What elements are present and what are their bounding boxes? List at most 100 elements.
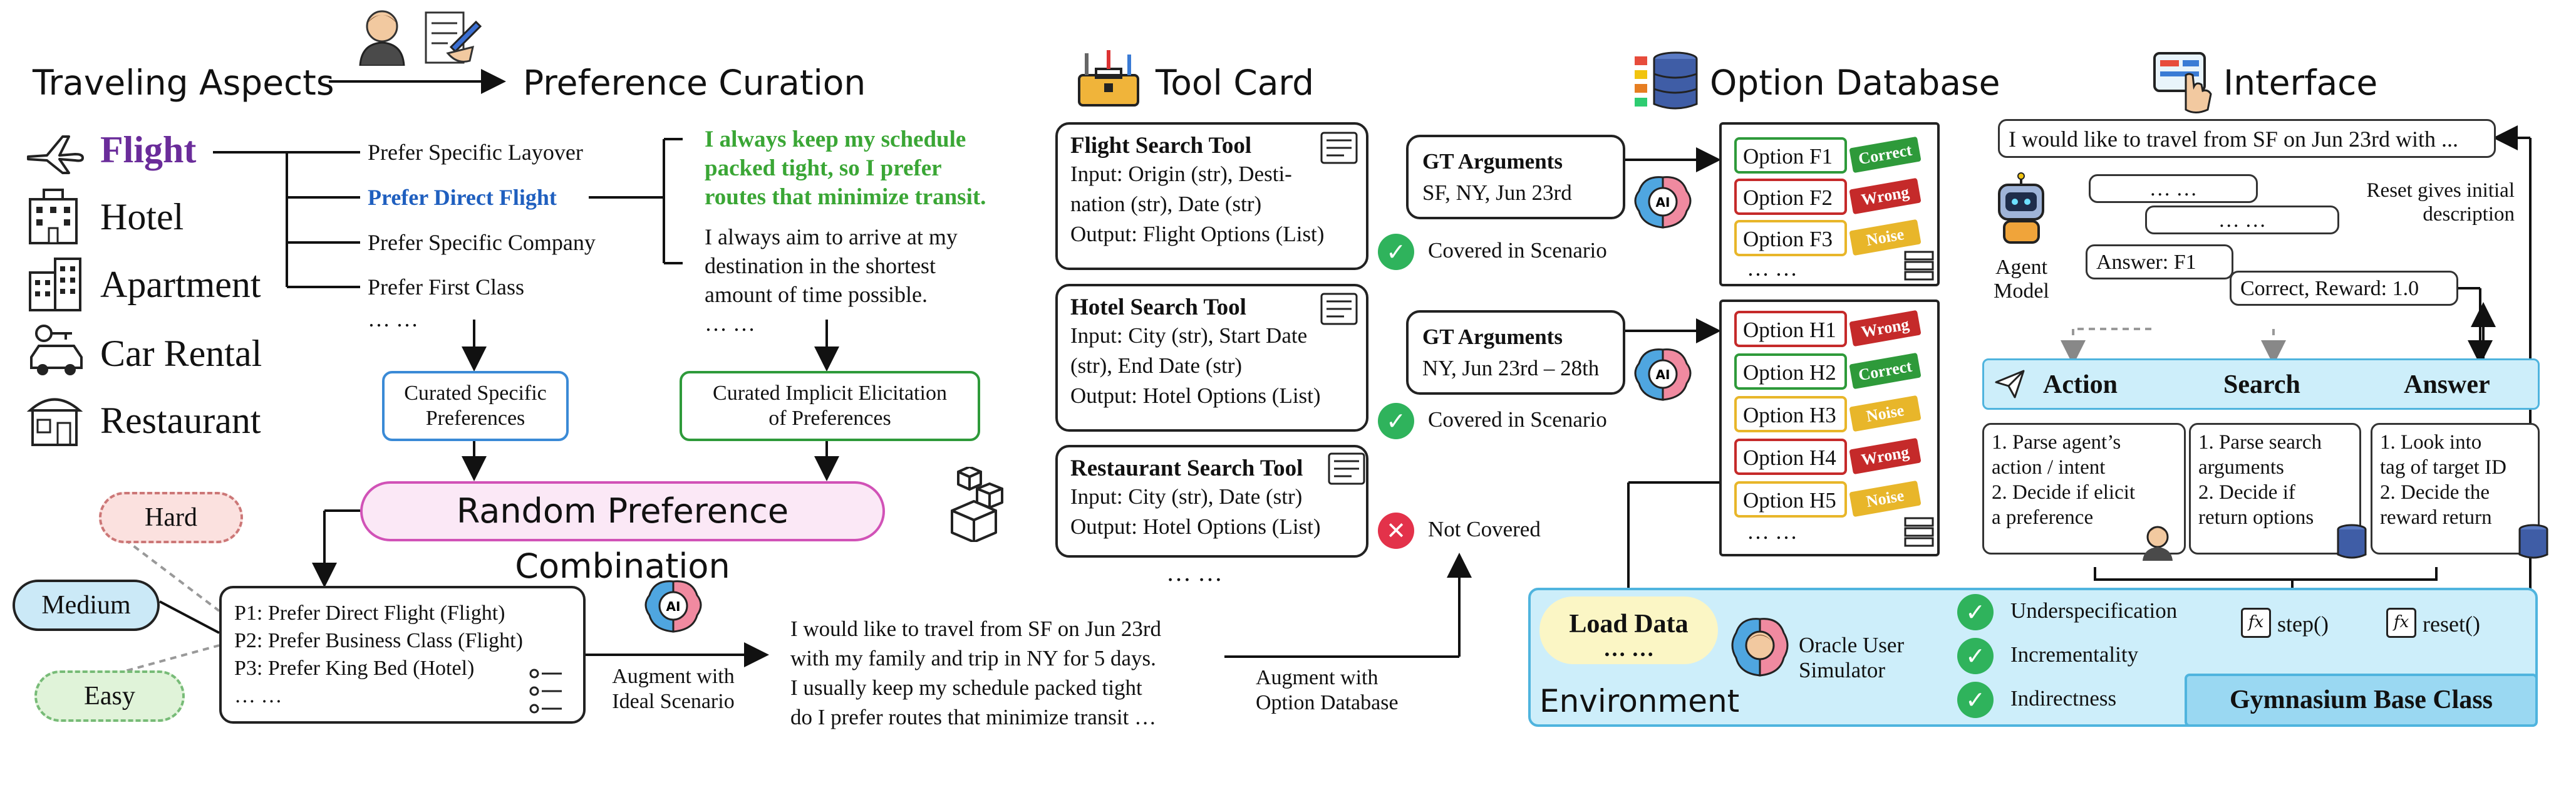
pref-company: Prefer Specific Company [368,230,596,255]
gt-value: SF, NY, Jun 23rd [1422,180,1572,205]
database-icon [2337,524,2367,559]
coverage-restaurant: Not Covered [1428,517,1541,541]
combination-list: P1: Prefer Direct Flight (Flight) P2: Pr… [219,586,586,724]
oracle-brain-icon [1731,618,1789,677]
flight-search-tool-card: Flight Search Tool Input: Origin (str), … [1055,122,1368,270]
header-option-database: Option Database [1710,63,2000,103]
chat-bubble: … … [2089,174,2258,203]
option-tag: Noise [1849,395,1922,432]
load-data-dots: … … [1603,636,1654,661]
doc-icon [1320,132,1358,164]
svg-text:AI: AI [1656,367,1670,382]
random-combination-box: Random Preference Combination [360,481,885,586]
combo-item: … … [234,684,282,707]
step-line: 1. Look into [2380,431,2482,454]
hotel-search-tool-card: Hotel Search Tool Input: City (str), Sta… [1055,284,1368,432]
tool-line: nation (str), Date (str) [1070,192,1262,216]
agent-label-line: Model [1994,279,2049,303]
reset-function: reset() [2423,612,2480,637]
augment-option-line: Augment with [1256,666,1379,689]
option-item: Option H3 [1734,396,1847,432]
aspect-car-rental: Car Rental [100,333,262,374]
pref-direct-flight: Prefer Direct Flight [368,185,557,210]
fx-step-icon: fx [2241,608,2271,638]
curated-specific-box: Curated Specific Preferences [382,371,569,441]
doc-icon [1320,293,1358,325]
environment-label: Environment [1539,683,1740,719]
curated-implicit-line: Curated Implicit Elicitation [713,382,947,405]
augment-option-line: Option Database [1256,691,1399,714]
augment-option-label: Augment with Option Database [1256,665,1399,716]
tool-title: Hotel Search Tool [1070,294,1246,320]
search-step-box: 1. Parse search arguments 2. Decide if r… [2189,423,2361,555]
tool-line: Output: Flight Options (List) [1070,222,1325,246]
option-tag: Noise [1849,480,1922,518]
action-label: Action [2043,370,2118,399]
option-tag: Wrong [1849,437,1922,475]
step-line: 1. Parse search [2198,431,2322,454]
aspect-apartment: Apartment [100,264,261,305]
curated-specific-line: Preferences [425,407,525,430]
curated-implicit-box: Curated Implicit Elicitation of Preferen… [680,371,980,441]
load-data-bubble: Load Data … … [1539,597,1718,664]
tool-line: Input: Origin (str), Desti- [1070,162,1292,186]
restaurant-search-tool-card: Restaurant Search Tool Input: City (str)… [1055,445,1368,558]
step-line: 1. Parse agent’s [1992,431,2121,454]
tool-line: Input: City (str), Start Date [1070,323,1308,348]
reset-note-line: description [2423,203,2515,226]
doc-icon [1328,452,1365,485]
fx-reset-icon: fx [2386,608,2416,638]
step-line: tag of target ID [2380,456,2506,479]
svg-text:AI: AI [1656,195,1670,210]
gt-arguments-hotel: GT Arguments NY, Jun 23rd – 28th [1406,310,1625,395]
tool-line: (str), End Date (str) [1070,353,1243,378]
airplane-icon [27,135,84,174]
agent-label-line: Agent [1995,256,2048,279]
option-tag: Wrong [1849,177,1922,215]
quote-green-line: routes that minimize transit. [705,184,986,210]
step-line: action / intent [1992,456,2106,479]
gymnasium-base-class: Gymnasium Base Class [2185,674,2538,727]
difficulty-medium: Medium [13,580,160,631]
difficulty-hard: Hard [99,492,243,543]
step-line: 2. Decide the [2380,481,2490,504]
pref-layover: Prefer Specific Layover [368,140,583,165]
search-label: Search [2223,370,2300,399]
quote-ellipsis: … … [705,311,755,336]
server-icon [1904,517,1934,547]
user-query-line: do I prefer routes that minimize transit… [790,705,1157,729]
tool-line: Input: City (str), Date (str) [1070,484,1303,509]
option-item: Option H4 [1734,439,1847,475]
header-interface: Interface [2223,63,2378,103]
combo-item: P1: Prefer Direct Flight (Flight) [234,602,505,625]
reward-bubble: Correct, Reward: 1.0 [2230,271,2458,306]
combo-item: P2: Prefer Business Class (Flight) [234,629,523,652]
user-query-line: with my family and trip in NY for 5 days… [790,646,1156,670]
step-line: 2. Decide if [2198,481,2295,504]
option-item: Option F3 [1734,220,1847,256]
options-more: … … [1747,256,1798,281]
quote-black-line: I always aim to arrive at my [705,224,958,249]
aspect-hotel: Hotel [100,196,184,237]
answer-bubble: Answer: F1 [2086,244,2233,279]
option-item: Option H2 [1734,353,1847,390]
quote-black-line: amount of time possible. [705,282,928,307]
aspect-restaurant: Restaurant [100,400,261,441]
tool-line: Output: Hotel Options (List) [1070,383,1321,408]
chat-bubble: … … [2145,206,2339,234]
step-function: step() [2277,612,2329,637]
step-line: 2. Decide if elicit [1992,481,2136,504]
check-icon: ✓ [1957,682,1994,718]
ai-brain-icon: AI [1634,176,1692,229]
header-traveling-aspects: Traveling Aspects [33,63,334,103]
hotel-icon [29,189,78,244]
interface-query: I would like to travel from SF on Jun 23… [1998,119,2496,158]
option-item: Option H1 [1734,311,1847,347]
agent-model-label: Agent Model [1979,256,2064,303]
writing-hand-icon [425,11,482,64]
oracle-label: Oracle User Simulator [1799,633,1904,683]
checklist-icon [529,669,562,714]
answer-step-box: 1. Look into tag of target ID 2. Decide … [2371,423,2540,555]
quote-black: I always aim to arrive at my destination… [705,222,958,338]
curated-implicit-line: of Preferences [768,407,891,430]
